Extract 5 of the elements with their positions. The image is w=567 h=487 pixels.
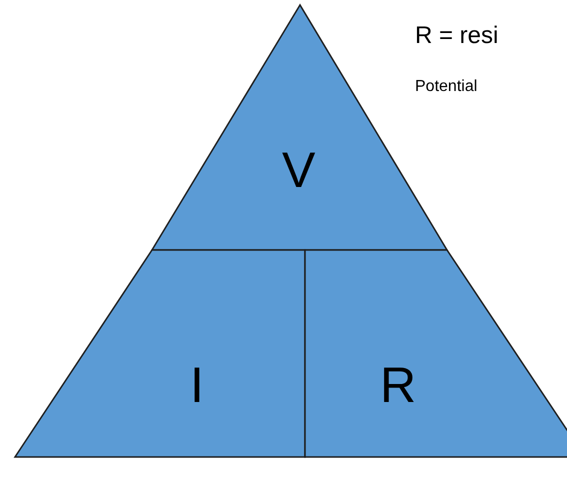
variable-letter: V [282, 145, 316, 195]
variable-letter: I [190, 360, 204, 410]
variable-letter: R [380, 360, 416, 410]
note-text: Potential [415, 78, 478, 96]
note-text: R = resi [415, 22, 498, 50]
